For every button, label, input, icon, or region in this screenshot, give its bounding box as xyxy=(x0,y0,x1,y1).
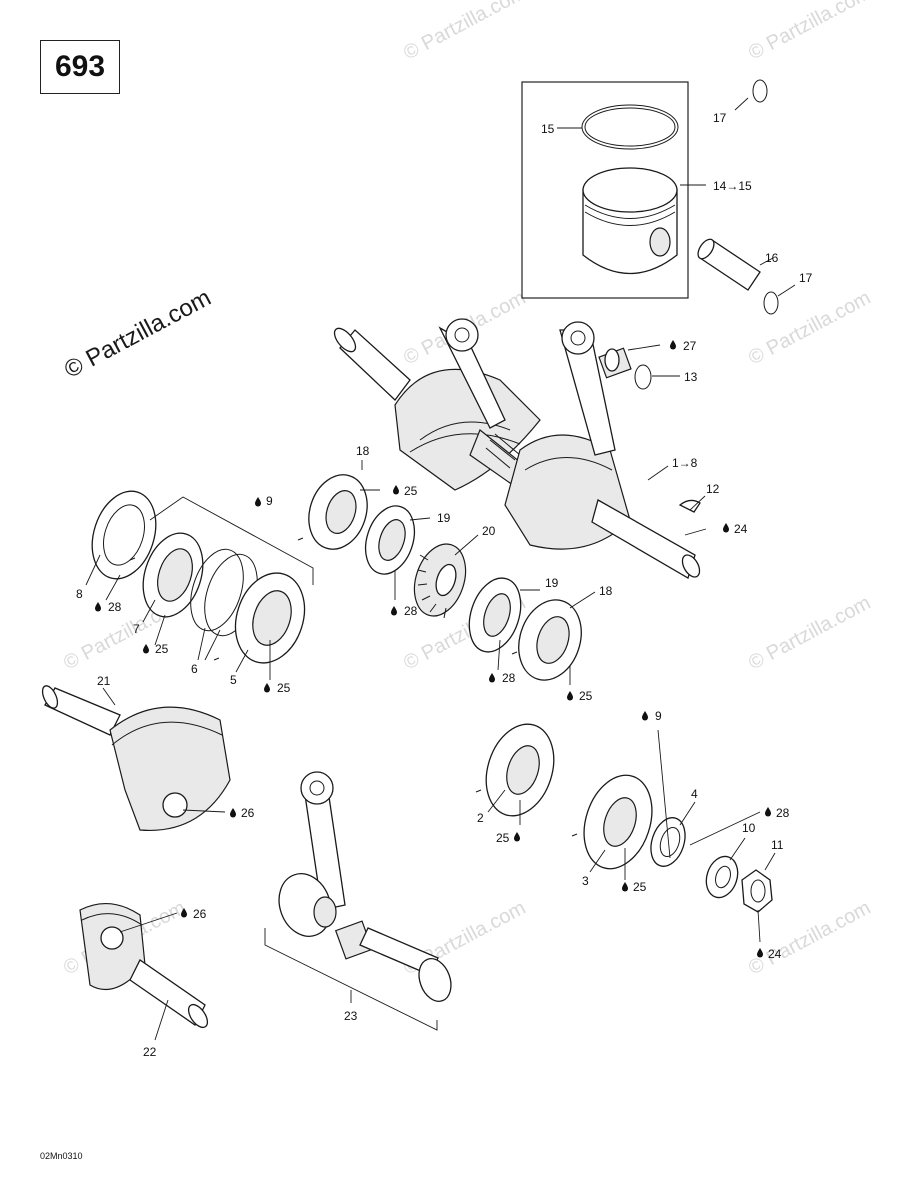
oil-seal-left xyxy=(91,490,157,580)
callout-labels: 15 14→15 17 16 17 27 13 1→8 12 24 18 25 … xyxy=(76,111,813,1059)
callout-7: 7 xyxy=(133,622,140,636)
callout-17-bottom: 17 xyxy=(799,271,813,285)
connecting-rod-kit xyxy=(278,771,452,1002)
callout-16: 16 xyxy=(765,251,779,265)
ball-bearing-18-upper xyxy=(308,474,368,550)
ball-bearing-7 xyxy=(142,532,204,618)
leader-lines xyxy=(85,97,796,1041)
washer-10 xyxy=(705,855,739,899)
callout-23: 23 xyxy=(344,1009,358,1023)
callout-24-upper: 24 xyxy=(734,522,748,536)
crankshaft-assembly xyxy=(333,318,701,579)
oil-seal-19-lower xyxy=(468,577,522,653)
callout-25-e: 25 xyxy=(496,831,510,845)
diagram-code: 02Mn0310 xyxy=(40,1151,83,1161)
crankshaft-half-22 xyxy=(79,902,209,1029)
callout-22: 22 xyxy=(143,1045,157,1059)
callout-12: 12 xyxy=(706,482,720,496)
callout-24-lower: 24 xyxy=(768,947,782,961)
page-number-box: 693 xyxy=(40,40,120,94)
piston-kit-frame xyxy=(521,81,689,299)
callout-27: 27 xyxy=(683,339,697,353)
callout-9-upper: 9 xyxy=(266,494,273,508)
callout-13: 13 xyxy=(684,370,698,384)
callout-25-d: 25 xyxy=(277,681,291,695)
callout-20: 20 xyxy=(482,524,496,538)
callout-21: 21 xyxy=(97,674,111,688)
drive-gear xyxy=(413,543,467,619)
callout-8: 8 xyxy=(76,587,83,601)
callout-4: 4 xyxy=(691,787,698,801)
ball-bearing-18-lower xyxy=(518,599,582,681)
piston xyxy=(582,167,678,274)
callout-25-f: 25 xyxy=(633,880,647,894)
callout-3: 3 xyxy=(582,874,589,888)
callout-19-upper: 19 xyxy=(437,511,451,525)
nut-11 xyxy=(741,869,773,913)
callout-9-lower: 9 xyxy=(655,709,662,723)
piston-pin xyxy=(697,238,761,291)
callout-18-lower: 18 xyxy=(599,584,613,598)
oil-seal-19-upper xyxy=(364,505,416,575)
ball-bearing-3 xyxy=(583,774,653,870)
piston-ring xyxy=(581,104,679,150)
callout-2: 2 xyxy=(477,811,484,825)
circlip-top xyxy=(752,79,768,103)
callout-25-c: 25 xyxy=(155,642,169,656)
woodruff-key xyxy=(678,499,701,513)
callout-17-top: 17 xyxy=(713,111,727,125)
ball-bearing-5 xyxy=(234,572,306,664)
circlip-bottom xyxy=(763,291,779,315)
callout-6: 6 xyxy=(191,662,198,676)
callout-28-c: 28 xyxy=(108,600,122,614)
callout-25-b: 25 xyxy=(579,689,593,703)
callout-28-d: 28 xyxy=(776,806,790,820)
needle-bearing xyxy=(598,347,632,379)
callout-5: 5 xyxy=(230,673,237,687)
callout-19-lower: 19 xyxy=(545,576,559,590)
callout-18-upper: 18 xyxy=(356,444,370,458)
oil-seal-4 xyxy=(650,817,686,867)
thrust-washer xyxy=(634,364,652,390)
callout-15: 15 xyxy=(541,122,555,136)
callout-28-a: 28 xyxy=(404,604,418,618)
callout-14-15: 14→15 xyxy=(713,179,752,193)
callout-26-b: 26 xyxy=(193,907,207,921)
callout-25-a: 25 xyxy=(404,484,418,498)
callout-10: 10 xyxy=(742,821,756,835)
callout-11: 11 xyxy=(771,838,784,852)
callout-28-b: 28 xyxy=(502,671,516,685)
callout-1-8: 1→8 xyxy=(672,456,698,470)
callout-26-a: 26 xyxy=(241,806,255,820)
crankshaft-half-21 xyxy=(41,685,231,832)
